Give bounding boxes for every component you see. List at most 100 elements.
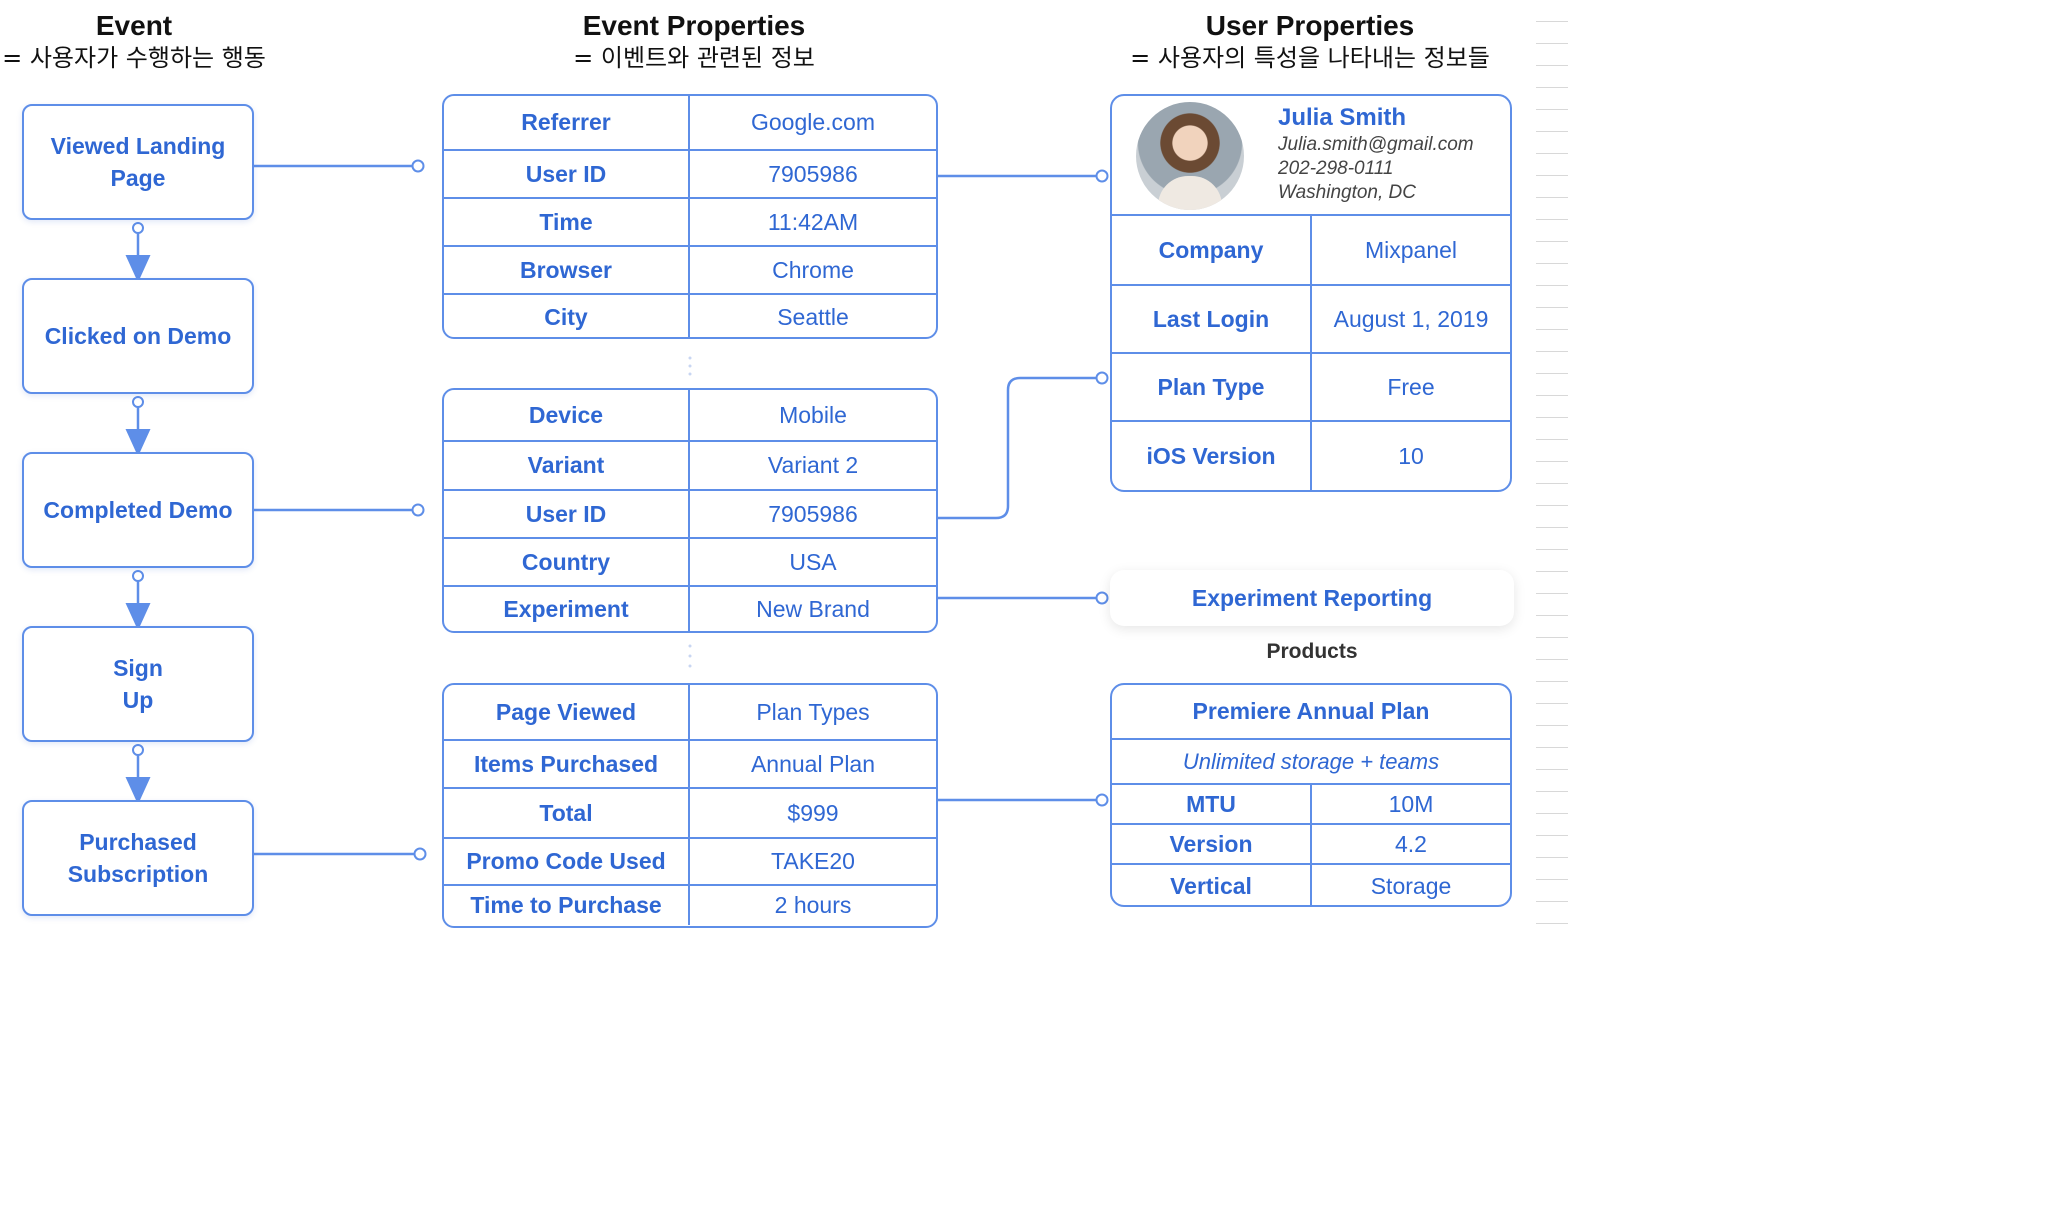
property-key: Company <box>1112 216 1312 284</box>
property-value: 2 hours <box>774 892 852 918</box>
property-value: Variant 2 <box>767 452 859 478</box>
property-key: Variant <box>444 442 690 489</box>
property-value: Mobile <box>779 401 847 428</box>
product-title: Premiere Annual Plan <box>1112 685 1510 740</box>
property-key: User ID <box>444 491 690 537</box>
event-label: Viewed Landing Page <box>50 133 226 191</box>
table-row: User ID 7905986 <box>444 149 936 197</box>
property-key: MTU <box>1112 785 1312 823</box>
property-value: Annual Plan <box>750 750 876 777</box>
property-value: Seattle <box>777 303 849 330</box>
event-box-completed-demo[interactable]: Completed Demo <box>22 452 254 568</box>
property-value: USA <box>789 548 837 575</box>
property-value: TAKE20 <box>771 848 855 874</box>
event-box-clicked-on-demo[interactable]: Clicked on Demo <box>22 278 254 394</box>
property-value: August 1, 2019 <box>1333 305 1489 332</box>
products-label: Products <box>1266 640 1358 663</box>
table-row: MTU 10M <box>1112 785 1510 823</box>
property-value: $999 <box>787 799 839 826</box>
avatar <box>1136 102 1244 210</box>
event-label: Purchased Subscription <box>67 829 209 887</box>
property-key: Experiment <box>444 587 690 631</box>
user-phone: 202-298-0111 <box>1278 158 1394 179</box>
event-label: Sign Up <box>113 655 163 713</box>
property-key: Version <box>1112 825 1312 863</box>
table-row: Version 4.2 <box>1112 823 1510 863</box>
property-value: Free <box>1387 373 1435 400</box>
experiment-reporting-box[interactable]: Experiment Reporting <box>1110 570 1514 626</box>
property-key: Items Purchased <box>444 741 690 787</box>
property-key: Last Login <box>1112 286 1312 352</box>
table-row: Promo Code Used TAKE20 <box>444 837 936 884</box>
ruled-paper-edge <box>1536 0 1568 940</box>
product-card: Premiere Annual Plan Unlimited storage +… <box>1110 683 1512 907</box>
property-value: New Brand <box>756 595 870 622</box>
table-row: Variant Variant 2 <box>444 440 936 489</box>
user-properties-header-title: User Properties <box>1205 10 1415 41</box>
diagram-canvas: Event = 사용자가 수행하는 행동 Event Properties = … <box>2 0 1568 940</box>
product-description: Unlimited storage + teams <box>1112 740 1510 785</box>
event-header-subtitle: = 사용자가 수행하는 행동 <box>2 44 266 72</box>
property-value: Mixpanel <box>1364 236 1458 263</box>
table-row: Experiment New Brand <box>444 585 936 631</box>
event-header-title: Event <box>95 10 173 41</box>
table-row: Page Viewed Plan Types <box>444 685 936 739</box>
property-value: Plan Types <box>756 698 870 725</box>
property-key: Country <box>444 539 690 585</box>
table-row: Time to Purchase 2 hours <box>444 884 936 925</box>
property-key: Vertical <box>1112 865 1312 905</box>
event-box-viewed-landing-page[interactable]: Viewed Landing Page <box>22 104 254 220</box>
event-properties-header-title: Event Properties <box>582 10 806 41</box>
event-properties-table-1: Referrer Google.com User ID 7905986 Time 11… <box>442 94 938 339</box>
table-row: Country USA <box>444 537 936 585</box>
table-row: Referrer Google.com <box>444 96 936 149</box>
table-row: City Seattle <box>444 293 936 337</box>
property-key: City <box>444 295 690 337</box>
user-email: Julia.smith@gmail.com <box>1278 134 1474 155</box>
property-key: User ID <box>444 151 690 197</box>
table-row: Last Login August 1, 2019 <box>1112 284 1510 352</box>
property-key: Device <box>444 390 690 440</box>
property-value: 7905986 <box>768 500 858 527</box>
property-key: Total <box>444 789 690 837</box>
table-row: Browser Chrome <box>444 245 936 293</box>
table-row: Items Purchased Annual Plan <box>444 739 936 787</box>
table-row: Device Mobile <box>444 390 936 440</box>
event-label: Completed Demo <box>43 497 233 523</box>
event-box-purchased-subscription[interactable]: Purchased Subscription <box>22 800 254 916</box>
event-properties-table-2: Device Mobile Variant Variant 2 User ID 790… <box>442 388 938 633</box>
property-value: 4.2 <box>1395 830 1427 857</box>
table-row: Time 11:42AM <box>444 197 936 245</box>
event-label: Clicked on Demo <box>44 323 232 349</box>
table-row: User ID 7905986 <box>444 489 936 537</box>
user-profile-header: Julia Smith Julia.smith@gmail.com 202-29… <box>1112 96 1510 216</box>
user-location: Washington, DC <box>1278 182 1416 203</box>
property-key: Page Viewed <box>444 685 690 739</box>
table-row: iOS Version 10 <box>1112 420 1510 490</box>
table-row: Plan Type Free <box>1112 352 1510 420</box>
table-row: Company Mixpanel <box>1112 216 1510 284</box>
property-value: Google.com <box>750 109 875 135</box>
user-properties-header-subtitle: = 사용자의 특성을 나타내는 정보들 <box>1130 44 1490 72</box>
property-key: iOS Version <box>1112 422 1312 490</box>
user-name: Julia Smith <box>1278 104 1407 131</box>
user-properties-card: Julia Smith Julia.smith@gmail.com 202-29… <box>1110 94 1512 492</box>
property-key: Time to Purchase <box>444 886 690 925</box>
event-box-sign-up[interactable]: Sign Up <box>22 626 254 742</box>
property-value: 7905986 <box>768 160 858 187</box>
event-properties-table-3: Page Viewed Plan Types Items Purchased Ann… <box>442 683 938 928</box>
property-key: Time <box>444 199 690 245</box>
table-row: Total $999 <box>444 787 936 837</box>
property-value: Storage <box>1370 872 1452 899</box>
connector-lines <box>125 159 1109 861</box>
property-key: Promo Code Used <box>444 839 690 884</box>
table-row: Vertical Storage <box>1112 863 1510 905</box>
property-value: Chrome <box>772 256 854 283</box>
property-key: Browser <box>444 247 690 293</box>
property-key: Referrer <box>444 96 690 149</box>
property-key: Plan Type <box>1112 354 1312 420</box>
property-value: 11:42AM <box>767 208 859 235</box>
property-value: 10M <box>1388 790 1434 817</box>
property-value: 10 <box>1398 443 1424 469</box>
event-properties-header-subtitle: = 이벤트와 관련된 정보 <box>573 44 815 72</box>
